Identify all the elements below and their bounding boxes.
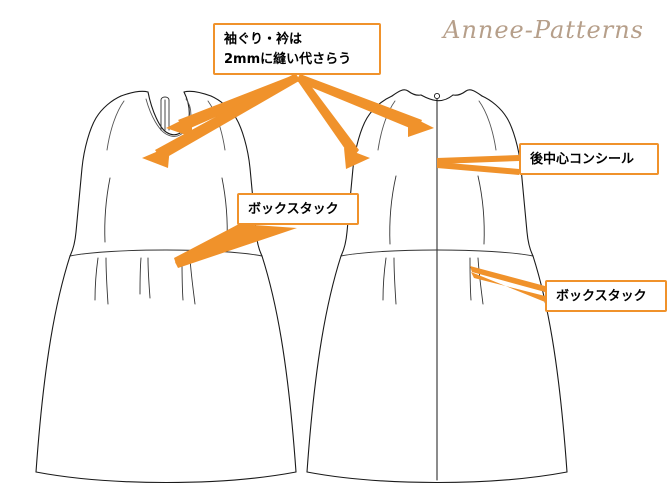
zipper-pull: [433, 92, 441, 100]
callout-box-tuck-front: ボックスタック: [237, 193, 359, 225]
front-left-armhole-facing: [106, 100, 125, 151]
front-skirt-left: [35, 255, 71, 473]
front-right-shoulder: [183, 90, 212, 97]
front-left-princess-seam: [104, 177, 111, 243]
back-skirt-pleats: [382, 257, 484, 305]
back-right-outline: [481, 95, 534, 257]
back-left-shoulder: [391, 89, 422, 97]
pointer-box-tuck-front: [174, 224, 297, 268]
pointer-concealed-zipper: [437, 155, 519, 175]
back-skirt-hem: [306, 471, 568, 484]
callout-concealed-zipper: 後中心コンシール: [519, 143, 659, 175]
back-left-dart: [389, 175, 397, 245]
back-right-shoulder: [452, 89, 483, 97]
front-center-tab: [160, 96, 170, 131]
front-waist-seam: [69, 249, 263, 257]
callout-box-tuck-back: ボックスタック: [545, 280, 667, 312]
brand-logo: Annee-Patterns: [443, 16, 644, 44]
back-left-armhole-facing: [377, 100, 396, 151]
callout-seam-allowance: 袖ぐり・衿は 2mmに縫い代さらう: [213, 23, 381, 75]
arrow-to-back-neckline: [296, 74, 434, 137]
front-left-outline: [69, 95, 122, 257]
back-left-outline: [340, 95, 393, 257]
pointer-box-tuck-back: [470, 266, 545, 302]
back-view: [306, 89, 568, 484]
front-skirt-right: [261, 255, 297, 473]
back-waist-seam: [340, 249, 534, 257]
back-skirt-left: [306, 255, 342, 473]
back-right-armhole-facing: [478, 100, 497, 151]
front-neckline: [147, 91, 190, 136]
front-left-shoulder: [120, 90, 149, 97]
back-right-dart: [477, 175, 485, 245]
arrow-to-front-armhole: [142, 74, 299, 168]
callout-arrows: [142, 74, 545, 302]
arrow-to-back-armhole: [297, 74, 370, 169]
front-neckline-facing: [145, 98, 192, 137]
front-skirt-hem: [35, 471, 297, 484]
back-skirt-right: [532, 255, 568, 473]
